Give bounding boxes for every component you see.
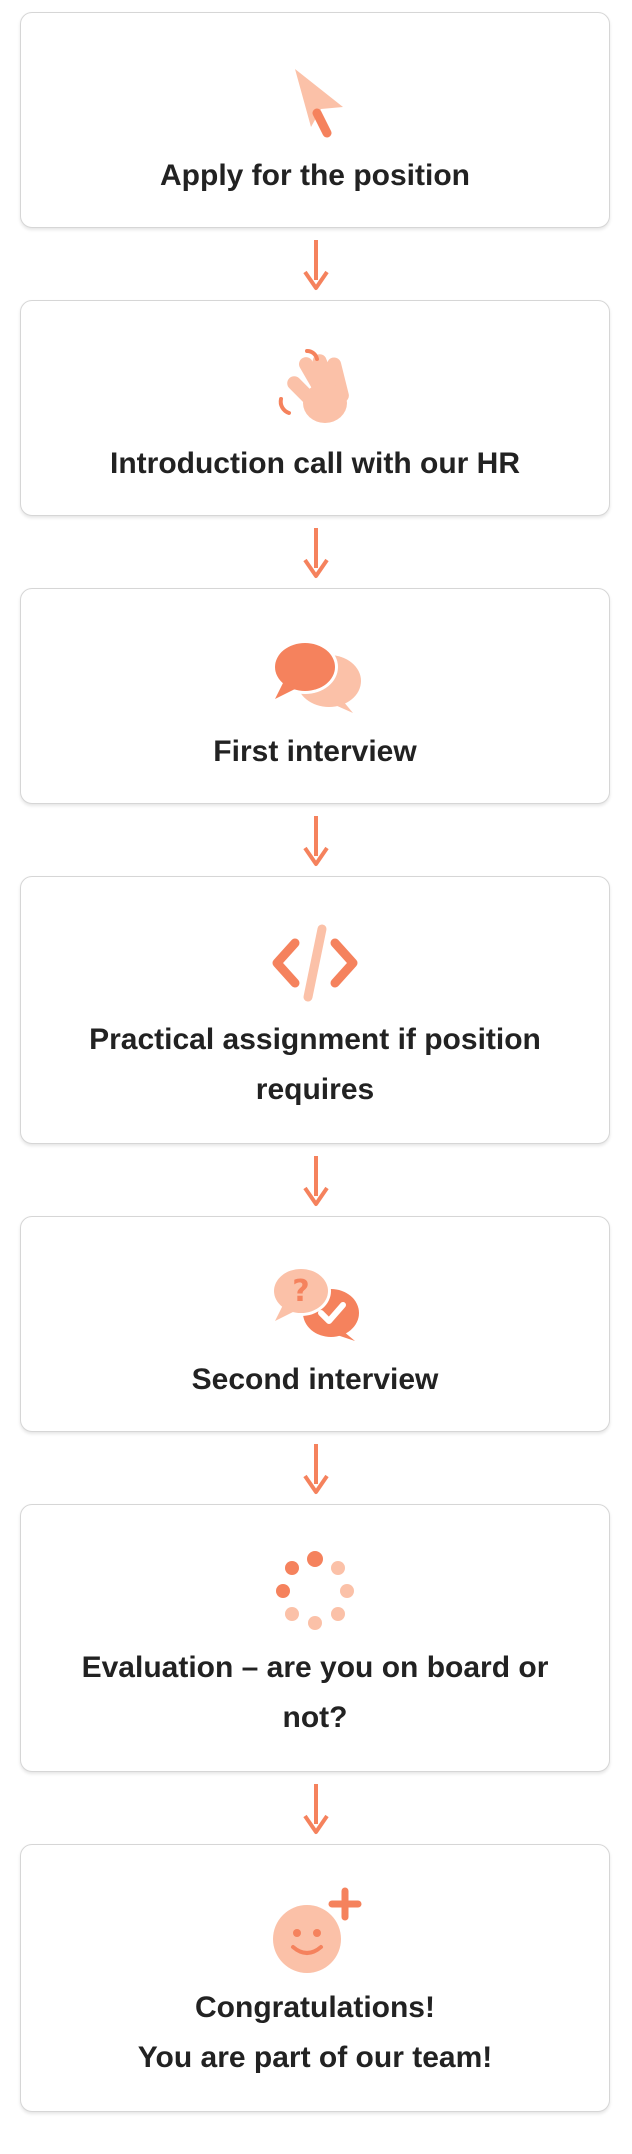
arrow-down-icon xyxy=(303,816,329,866)
cursor-icon xyxy=(295,69,343,138)
step-card-intro-call: Introduction call with our HR xyxy=(20,300,610,516)
step-label: Introduction call with our HR xyxy=(110,447,520,480)
arrow-down-icon xyxy=(303,1784,329,1834)
step-card-practical-assignment: Practical assignment if position require… xyxy=(20,876,610,1144)
step-label-line1: Congratulations! xyxy=(195,1991,435,2024)
step-label: Practical assignment if position require… xyxy=(89,1023,541,1106)
code-icon xyxy=(272,924,358,1002)
waving-hand-icon xyxy=(278,349,349,423)
step-card-first-interview: First interview xyxy=(20,588,610,804)
step-card-evaluation: Evaluation – are you on board or not? xyxy=(20,1504,610,1772)
step-card-second-interview: ? Second interview xyxy=(20,1216,610,1432)
step-card-congratulations: Congratulations! You are part of our tea… xyxy=(20,1844,610,2112)
arrow-down-icon xyxy=(303,1156,329,1206)
step-label: Apply for the position xyxy=(160,159,470,192)
step-card-apply: Apply for the position xyxy=(20,12,610,228)
arrow-down-icon xyxy=(303,528,329,578)
chat-bubbles-icon xyxy=(272,640,361,713)
step-label-line2: You are part of our team! xyxy=(137,2041,493,2074)
smiley-plus-icon xyxy=(273,1887,362,1973)
step-label-group: Congratulations! You are part of our tea… xyxy=(45,1983,585,2083)
arrow-down-icon xyxy=(303,1444,329,1494)
loading-dots-icon xyxy=(276,1551,354,1630)
step-label: Second interview xyxy=(191,1363,439,1396)
step-label: Evaluation – are you on board or not? xyxy=(81,1651,549,1734)
question-check-bubbles-icon: ? xyxy=(271,1266,359,1341)
svg-text:?: ? xyxy=(292,1274,309,1309)
step-label: First interview xyxy=(213,735,417,768)
arrow-down-icon xyxy=(303,240,329,290)
